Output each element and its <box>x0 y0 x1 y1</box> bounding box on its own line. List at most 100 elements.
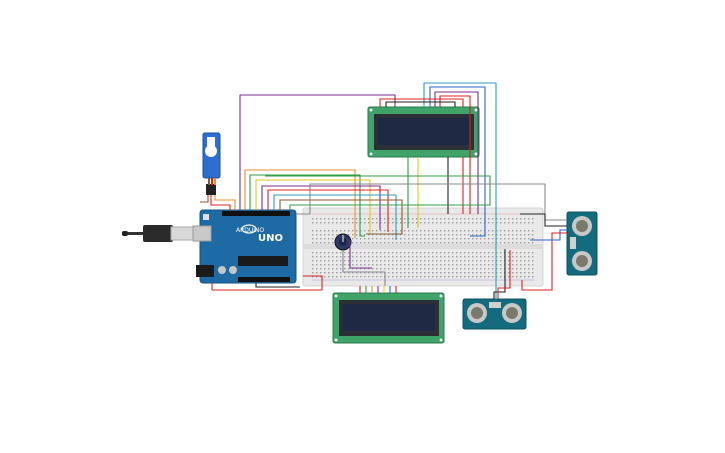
breadboard-hole <box>368 242 370 244</box>
breadboard-hole <box>508 234 510 236</box>
breadboard-hole <box>508 230 510 232</box>
breadboard-hole <box>408 264 410 266</box>
breadboard-hole <box>348 276 350 278</box>
ultrasonic-sensor-bottom[interactable] <box>462 298 527 330</box>
breadboard-hole <box>520 218 522 220</box>
breadboard-hole <box>524 230 526 232</box>
potentiometer[interactable] <box>334 233 352 251</box>
breadboard-hole <box>472 218 474 220</box>
breadboard-hole <box>332 276 334 278</box>
breadboard-hole <box>364 222 366 224</box>
breadboard-hole <box>500 252 502 254</box>
breadboard-hole <box>396 264 398 266</box>
breadboard-hole <box>320 264 322 266</box>
breadboard-hole <box>516 242 518 244</box>
breadboard-hole <box>384 268 386 270</box>
breadboard-hole <box>516 256 518 258</box>
breadboard-hole <box>380 218 382 220</box>
breadboard[interactable] <box>302 207 544 287</box>
breadboard-hole <box>344 218 346 220</box>
breadboard-hole <box>344 260 346 262</box>
breadboard-hole <box>456 238 458 240</box>
breadboard-hole <box>416 238 418 240</box>
breadboard-hole <box>416 218 418 220</box>
breadboard-hole <box>392 252 394 254</box>
breadboard-hole <box>352 276 354 278</box>
breadboard-hole <box>348 264 350 266</box>
breadboard-hole <box>512 276 514 278</box>
breadboard-hole <box>528 264 530 266</box>
wire-red-2 <box>379 98 464 107</box>
wire-brown-1 <box>279 199 403 235</box>
servo-motor[interactable] <box>202 132 221 195</box>
breadboard-hole <box>428 276 430 278</box>
breadboard-hole <box>412 256 414 258</box>
breadboard-hole <box>400 218 402 220</box>
breadboard-hole <box>428 222 430 224</box>
breadboard-hole <box>460 260 462 262</box>
breadboard-hole <box>520 230 522 232</box>
ultrasonic-sensor-right[interactable] <box>566 211 598 276</box>
breadboard-hole <box>516 260 518 262</box>
breadboard-hole <box>344 268 346 270</box>
breadboard-hole <box>332 234 334 236</box>
breadboard-hole <box>412 276 414 278</box>
breadboard-hole <box>524 276 526 278</box>
breadboard-hole <box>432 242 434 244</box>
breadboard-hole <box>332 272 334 274</box>
breadboard-hole <box>484 256 486 258</box>
breadboard-hole <box>388 268 390 270</box>
breadboard-hole <box>328 238 330 240</box>
breadboard-hole <box>440 252 442 254</box>
breadboard-hole <box>452 222 454 224</box>
breadboard-hole <box>332 252 334 254</box>
breadboard-hole <box>412 218 414 220</box>
breadboard-hole <box>316 276 318 278</box>
wire-servo-orange <box>214 195 236 210</box>
breadboard-hole <box>512 218 514 220</box>
breadboard-hole <box>340 260 342 262</box>
breadboard-hole <box>432 268 434 270</box>
breadboard-hole <box>476 238 478 240</box>
breadboard-hole <box>520 222 522 224</box>
breadboard-hole <box>524 264 526 266</box>
breadboard-hole <box>348 252 350 254</box>
breadboard-hole <box>464 252 466 254</box>
breadboard-hole <box>476 222 478 224</box>
lcd-display-bottom[interactable] <box>332 292 445 344</box>
breadboard-hole <box>492 256 494 258</box>
breadboard-hole <box>364 264 366 266</box>
breadboard-hole <box>328 256 330 258</box>
breadboard-hole <box>348 234 350 236</box>
wire-gray-1 <box>296 183 567 221</box>
reset-button-icon[interactable] <box>203 214 209 220</box>
wire-yellow-2 <box>255 179 371 234</box>
breadboard-hole <box>512 272 514 274</box>
breadboard-hole <box>444 272 446 274</box>
breadboard-hole <box>316 264 318 266</box>
breadboard-hole <box>500 238 502 240</box>
breadboard-hole <box>420 264 422 266</box>
breadboard-hole <box>444 252 446 254</box>
breadboard-hole <box>440 242 442 244</box>
breadboard-hole <box>464 268 466 270</box>
breadboard-hole <box>312 238 314 240</box>
breadboard-hole <box>524 218 526 220</box>
breadboard-hole <box>496 234 498 236</box>
breadboard-hole <box>424 264 426 266</box>
breadboard-hole <box>532 268 534 270</box>
arduino-uno-board[interactable]: ARDUINO UNO <box>192 209 297 284</box>
breadboard-hole <box>316 234 318 236</box>
breadboard-hole <box>488 234 490 236</box>
breadboard-hole <box>348 222 350 224</box>
breadboard-hole <box>372 222 374 224</box>
wire-teal-2 <box>273 194 397 240</box>
breadboard-hole <box>492 238 494 240</box>
breadboard-hole <box>328 272 330 274</box>
breadboard-hole <box>504 222 506 224</box>
breadboard-hole <box>500 222 502 224</box>
breadboard-hole <box>428 234 430 236</box>
breadboard-hole <box>436 268 438 270</box>
breadboard-hole <box>464 272 466 274</box>
lcd-display-top[interactable] <box>367 106 480 158</box>
